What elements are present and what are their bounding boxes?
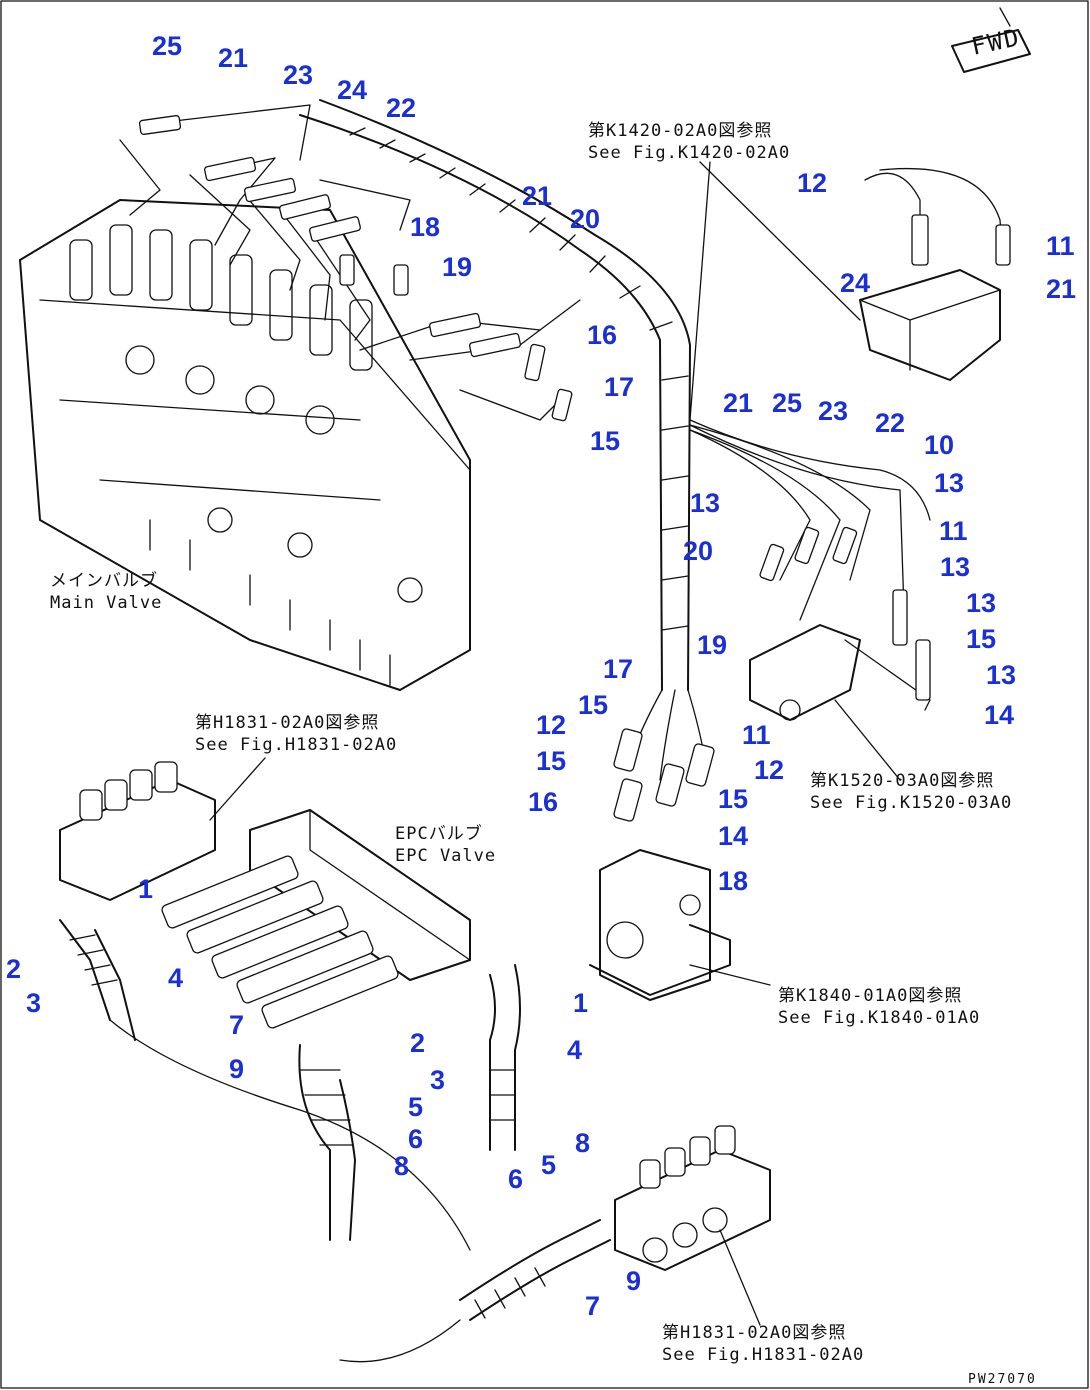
callout-24: 24	[337, 75, 368, 105]
callout-21: 21	[723, 388, 754, 418]
callout-20: 20	[683, 536, 714, 566]
callout-15: 15	[536, 746, 567, 776]
callout-18: 18	[718, 866, 749, 896]
callout-14: 14	[718, 821, 749, 851]
callout-25: 25	[152, 31, 183, 61]
bottom-solenoid-valve-drawing	[339, 1125, 771, 1363]
drawing-code: PW27070	[968, 1372, 1037, 1387]
callout-11: 11	[742, 720, 771, 750]
callout-6: 6	[408, 1124, 424, 1154]
callout-1: 1	[138, 874, 154, 904]
callout-22: 22	[386, 93, 417, 123]
callout-20: 20	[570, 204, 601, 234]
callout-14: 14	[984, 700, 1015, 730]
callout-5: 5	[408, 1092, 424, 1122]
callout-16: 16	[587, 320, 618, 350]
callout-23: 23	[283, 60, 314, 90]
fwd-arrow-icon	[951, 7, 1031, 73]
callout-21: 21	[522, 181, 553, 211]
callout-4: 4	[168, 963, 184, 993]
main-valve-hoses	[119, 104, 581, 422]
callout-7: 7	[585, 1291, 601, 1321]
callout-19: 19	[697, 630, 728, 660]
epc-valve-drawing	[161, 809, 521, 1241]
callout-21: 21	[1046, 274, 1077, 304]
callout-11: 11	[939, 516, 968, 546]
callout-9: 9	[229, 1054, 245, 1084]
callout-19: 19	[442, 252, 473, 282]
main-valve-drawing	[19, 199, 471, 691]
callout-17: 17	[603, 654, 634, 684]
callout-13: 13	[934, 468, 965, 498]
callout-13: 13	[690, 488, 721, 518]
callout-13: 13	[966, 588, 997, 618]
callout-3: 3	[430, 1065, 446, 1095]
callout-15: 15	[578, 690, 609, 720]
callout-22: 22	[875, 408, 906, 438]
callout-21: 21	[218, 43, 249, 73]
callout-9: 9	[626, 1266, 642, 1296]
hose-bundle-main	[299, 99, 706, 781]
callout-12: 12	[536, 710, 567, 740]
callout-17: 17	[604, 372, 635, 402]
right-middle-hoses	[689, 419, 931, 721]
callout-3: 3	[26, 988, 42, 1018]
callout-12: 12	[797, 168, 828, 198]
reference-leader-lines	[209, 161, 901, 1326]
solenoid-valve-drawing	[59, 761, 471, 1251]
callout-16: 16	[528, 787, 559, 817]
callout-15: 15	[718, 784, 749, 814]
callout-13: 13	[940, 552, 971, 582]
callout-8: 8	[575, 1128, 591, 1158]
callout-8: 8	[394, 1151, 410, 1181]
callout-18: 18	[410, 212, 441, 242]
callout-24: 24	[840, 268, 871, 298]
callout-2: 2	[410, 1028, 426, 1058]
callout-12: 12	[754, 755, 785, 785]
callout-2: 2	[6, 954, 22, 984]
callout-11: 11	[1046, 231, 1075, 261]
callout-6: 6	[508, 1164, 524, 1194]
callout-5: 5	[541, 1150, 557, 1180]
callout-7: 7	[229, 1010, 245, 1040]
callout-13: 13	[986, 660, 1017, 690]
callout-15: 15	[966, 624, 997, 654]
callout-15: 15	[590, 426, 621, 456]
callout-25: 25	[772, 388, 803, 418]
right-upper-valve-drawing	[859, 167, 1011, 381]
callout-23: 23	[818, 396, 849, 426]
callout-4: 4	[567, 1035, 583, 1065]
ppc-lock-valve-drawing	[589, 728, 731, 1001]
callout-10: 10	[924, 430, 955, 460]
callout-1: 1	[573, 988, 589, 1018]
